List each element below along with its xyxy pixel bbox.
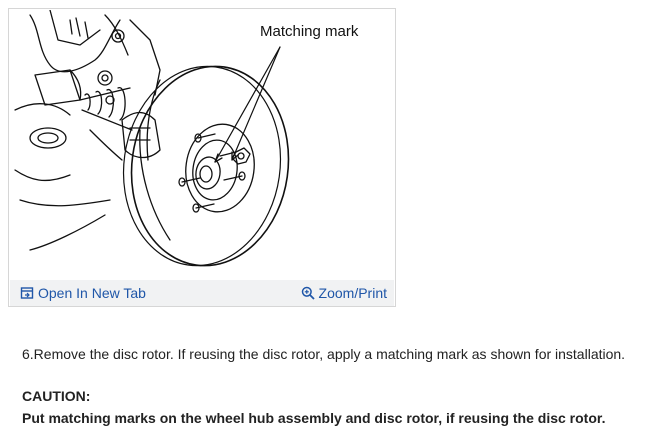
step-instruction: 6.Remove the disc rotor. If reusing the …: [22, 346, 626, 362]
open-in-new-tab-link[interactable]: Open In New Tab: [20, 285, 146, 301]
open-new-tab-icon: [20, 287, 34, 299]
caution-text: Put matching marks on the wheel hub asse…: [22, 410, 606, 426]
zoom-icon: [301, 286, 315, 300]
caution-heading: CAUTION:: [22, 388, 91, 404]
zoom-print-label: Zoom/Print: [318, 285, 387, 301]
open-in-new-tab-label: Open In New Tab: [38, 285, 146, 301]
zoom-print-link[interactable]: Zoom/Print: [301, 285, 387, 301]
figure-footer: Open In New Tab Zoom/Print: [10, 280, 394, 306]
matching-mark-callout: Matching mark: [258, 23, 361, 40]
figure-card: Matching mark Open In New Tab Zoom/Print: [8, 8, 396, 307]
disc-rotor-diagram: Matching mark: [10, 10, 394, 280]
